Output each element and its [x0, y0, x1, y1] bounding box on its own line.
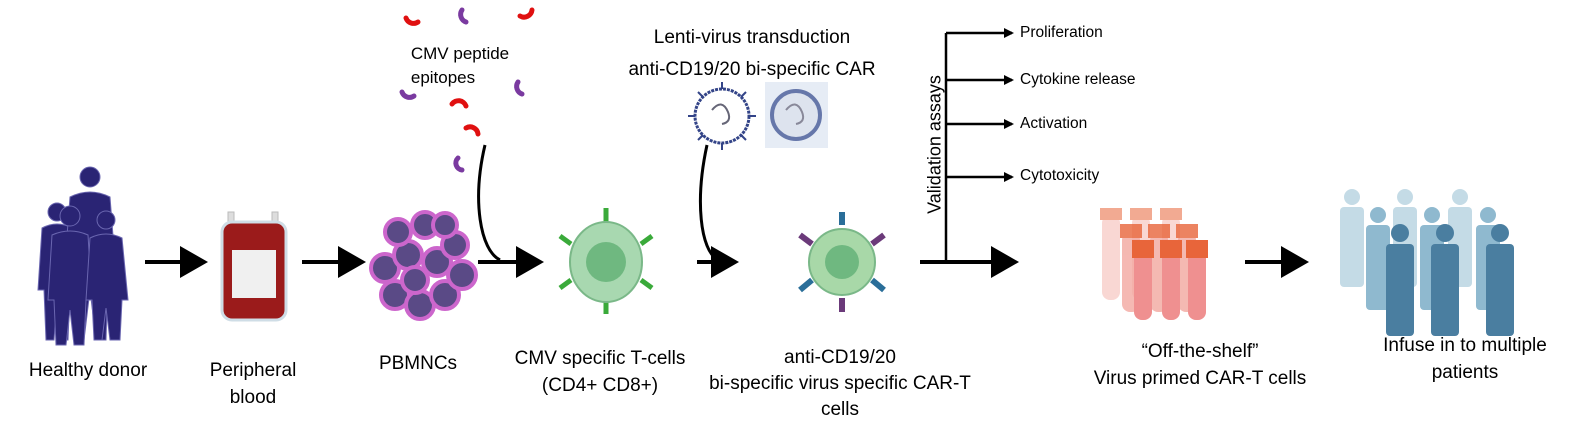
pbmnc-cluster-icon — [369, 210, 478, 321]
label-line: Lenti-virus transduction — [653, 27, 851, 48]
label-line: (CD4+ CD8+) — [541, 375, 659, 396]
label-line: CMV specific T-cells — [514, 348, 686, 369]
pbmncs-label: PBMNCs — [378, 353, 458, 374]
healthy-donor-icon — [37, 166, 129, 346]
healthy-donor-label: Healthy donor — [28, 360, 148, 381]
assay-activation: Activation — [1020, 115, 1088, 132]
lentivirus-icon — [688, 82, 828, 150]
label-line: CMV peptide — [410, 44, 510, 63]
peripheral-blood-label: Peripheral blood — [210, 357, 297, 411]
transduction-label: Lenti-virus transduction anti-CD19/20 bi-… — [628, 22, 875, 86]
car-t-cells-label: anti-CD19/20 bi-specific virus specific C… — [709, 345, 971, 423]
label-line: bi-specific virus specific CAR-T — [709, 373, 971, 394]
off-the-shelf-label: “Off-the-shelf” Virus primed CAR-T cells — [1094, 338, 1307, 392]
label-line: blood — [229, 387, 277, 408]
label-line: Virus primed CAR-T cells — [1093, 368, 1307, 389]
assay-cytokine-release: Cytokine release — [1020, 71, 1136, 88]
cmv-t-cells-label: CMV specific T-cells (CD4+ CD8+) — [515, 345, 686, 399]
cmv-peptide-epitopes-icon — [399, 7, 535, 173]
label-line: Peripheral — [209, 360, 297, 381]
patients-group-icon — [1340, 189, 1514, 336]
label-line: patients — [1431, 362, 1499, 383]
label-line: anti-CD19/20 bi-specific CAR — [628, 59, 876, 80]
assay-proliferation: Proliferation — [1020, 24, 1103, 41]
validation-assays-label: Validation assays — [924, 75, 945, 214]
cell-tubes-icon — [1100, 208, 1208, 320]
label-line: Infuse in to multiple — [1383, 335, 1547, 356]
peptide-curve-arrow — [477, 144, 501, 262]
car-t-cell-icon — [798, 212, 886, 312]
cmv-t-cell-icon — [558, 208, 654, 314]
cmv-peptide-label: CMV peptide epitopes — [411, 42, 509, 90]
label-line: cells — [820, 399, 860, 420]
blood-bag-icon — [220, 211, 288, 322]
label-line: “Off-the-shelf” — [1141, 341, 1259, 362]
label-line: anti-CD19/20 — [784, 347, 896, 368]
label-line: epitopes — [410, 68, 476, 87]
assay-cytotoxicity: Cytotoxicity — [1020, 167, 1100, 184]
validation-branches — [944, 28, 1014, 262]
infuse-patients-label: Infuse in to multiple patients — [1383, 332, 1547, 386]
transduction-curve-arrow — [699, 144, 719, 262]
